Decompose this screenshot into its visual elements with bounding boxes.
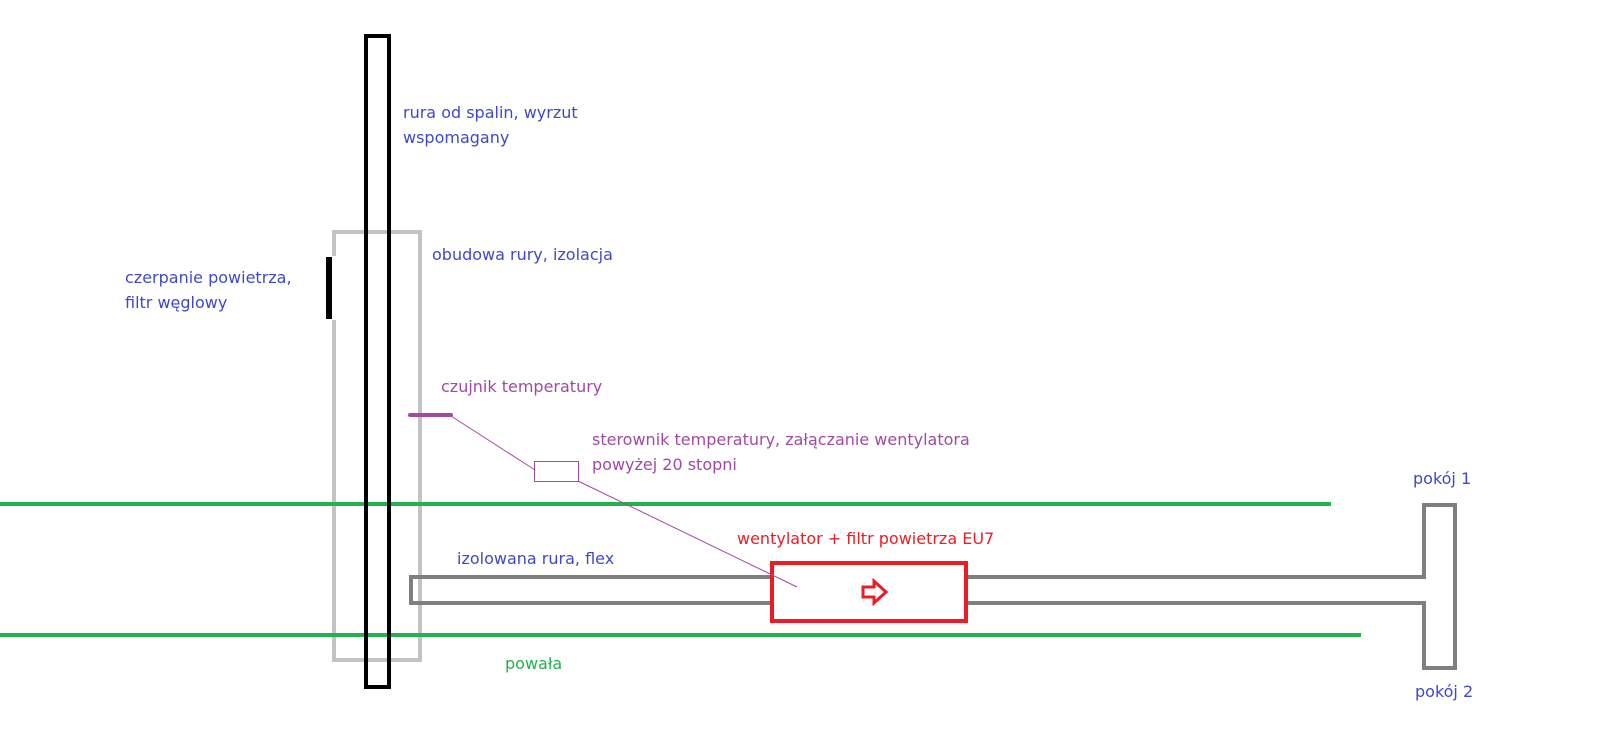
air-intake-label-line2: filtr węglowy	[125, 293, 228, 312]
air-intake-label-line1: czerpanie powietrza,	[125, 268, 292, 287]
sensor-wire	[450, 415, 536, 471]
ceiling-label: powała	[505, 654, 563, 673]
temperature-controller	[534, 461, 579, 482]
controller-label-line1: sterownik temperatury, załączanie wentyl…	[592, 430, 970, 449]
fan-label: wentylator + filtr powietrza EU7	[737, 529, 995, 548]
flex-pipe-t-junction	[409, 503, 1457, 670]
controller-label-line2: powyżej 20 stopni	[592, 455, 737, 474]
arrow-right-icon	[861, 577, 889, 607]
room2-label: pokój 2	[1415, 682, 1474, 701]
controller-wire	[577, 480, 798, 588]
controller-label: sterownik temperatury, załączanie wentyl…	[592, 427, 970, 477]
room1-label: pokój 1	[1413, 469, 1472, 488]
exhaust-pipe-label: rura od spalin, wyrzut wspomagany	[403, 100, 578, 150]
housing-outline	[332, 230, 422, 662]
housing-label: obudowa rury, izolacja	[432, 245, 613, 264]
sensor-label: czujnik temperatury	[441, 377, 603, 396]
flex-pipe-label: izolowana rura, flex	[457, 549, 615, 568]
intake-gap	[330, 256, 338, 320]
exhaust-pipe-label-line2: wspomagany	[403, 128, 510, 147]
exhaust-pipe-label-line1: rura od spalin, wyrzut	[403, 103, 578, 122]
air-intake-label: czerpanie powietrza, filtr węglowy	[125, 265, 292, 315]
exhaust-pipe	[364, 34, 391, 689]
